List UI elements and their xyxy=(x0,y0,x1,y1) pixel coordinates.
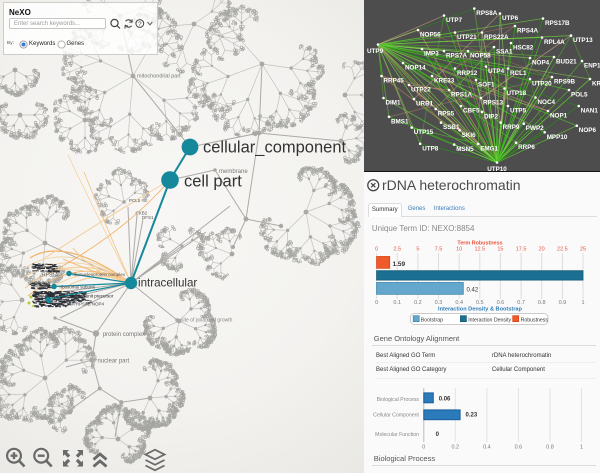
svg-text:UTP8: UTP8 xyxy=(422,145,439,152)
svg-text:mitochondrial part: mitochondrial part xyxy=(137,74,181,80)
svg-text:1.59: 1.59 xyxy=(393,261,406,268)
svg-text:nuclear part: nuclear part xyxy=(98,359,130,365)
svg-text:12.5: 12.5 xyxy=(474,247,485,253)
svg-text:0.3: 0.3 xyxy=(435,300,443,306)
svg-text:IMP3: IMP3 xyxy=(424,51,439,58)
svg-text:UTP4: UTP4 xyxy=(488,68,505,75)
svg-text:0: 0 xyxy=(375,300,378,306)
svg-text:ribonucleoprotein complex: ribonucleoprotein complex xyxy=(73,272,126,277)
svg-text:ribosomal subunit: ribosomal subunit xyxy=(60,284,96,289)
svg-text:KRI1: KRI1 xyxy=(592,81,600,88)
svg-text:?: ? xyxy=(138,21,142,28)
svg-text:RPS22A: RPS22A xyxy=(484,34,509,41)
svg-text:CKB2: CKB2 xyxy=(136,211,148,216)
svg-text:KRE33: KRE33 xyxy=(434,78,455,85)
svg-text:UTP18: UTP18 xyxy=(507,90,527,97)
svg-text:0.2: 0.2 xyxy=(414,300,422,306)
svg-text:BUD21: BUD21 xyxy=(556,59,577,66)
svg-text:10: 10 xyxy=(456,247,462,253)
svg-text:cell part: cell part xyxy=(184,173,242,191)
svg-text:UTP13: UTP13 xyxy=(573,37,593,44)
svg-text:RRP9: RRP9 xyxy=(503,124,520,131)
svg-text:RPL16A RPS4B NOP4: RPL16A RPS4B NOP4 xyxy=(58,302,105,307)
svg-text:POL5: POL5 xyxy=(571,92,588,99)
svg-text:25: 25 xyxy=(580,247,586,253)
svg-text:RPS13: RPS13 xyxy=(483,100,503,107)
svg-text:RPL4A: RPL4A xyxy=(544,39,565,46)
svg-text:HSC82: HSC82 xyxy=(513,45,534,52)
svg-text:UTP5: UTP5 xyxy=(510,108,527,115)
svg-text:protein complex: protein complex xyxy=(103,332,145,338)
svg-text:0.5: 0.5 xyxy=(476,300,484,306)
svg-text:ribosomal small subunit precur: ribosomal small subunit precursor xyxy=(46,294,114,299)
svg-text:NOP56: NOP56 xyxy=(420,32,441,39)
svg-text:RRP6: RRP6 xyxy=(518,144,535,151)
svg-text:NAN1: NAN1 xyxy=(581,108,599,115)
svg-text:NOP58: NOP58 xyxy=(470,53,491,60)
svg-text:NOP4: NOP4 xyxy=(532,60,550,67)
svg-text:site of polarized growth: site of polarized growth xyxy=(181,318,233,324)
svg-text:NOP1: NOP1 xyxy=(550,113,568,120)
svg-text:SSA1: SSA1 xyxy=(496,49,513,56)
svg-text:UTP6: UTP6 xyxy=(502,15,519,22)
svg-text:UTP15: UTP15 xyxy=(414,129,434,136)
svg-text:RPS1A: RPS1A xyxy=(42,273,59,279)
svg-text:7.5: 7.5 xyxy=(435,247,443,253)
svg-text:UTP20: UTP20 xyxy=(532,81,552,88)
svg-text:Term Robustness: Term Robustness xyxy=(457,240,502,246)
svg-text:SKI6: SKI6 xyxy=(462,132,476,139)
svg-text:RPS8A: RPS8A xyxy=(476,10,497,17)
svg-text:DFS1: DFS1 xyxy=(142,215,154,220)
svg-text:UTP10: UTP10 xyxy=(487,166,507,171)
svg-text:SSB1: SSB1 xyxy=(443,124,460,131)
svg-text:20: 20 xyxy=(539,247,545,253)
svg-text:22.5: 22.5 xyxy=(557,247,568,253)
svg-text:DIP2: DIP2 xyxy=(484,114,498,121)
svg-text:0: 0 xyxy=(375,247,378,253)
svg-text:RRP12: RRP12 xyxy=(457,70,478,77)
svg-text:PWP2: PWP2 xyxy=(526,125,544,132)
svg-text:UTP7: UTP7 xyxy=(446,17,463,24)
svg-text:RPS9B: RPS9B xyxy=(554,79,575,86)
svg-text:NOP6: NOP6 xyxy=(579,127,597,134)
svg-text:ENP1: ENP1 xyxy=(584,63,600,70)
svg-text:cellular_component: cellular_component xyxy=(203,139,347,157)
svg-text:CBF5: CBF5 xyxy=(463,108,480,115)
svg-text:NOP14: NOP14 xyxy=(405,65,426,72)
svg-text:0.4: 0.4 xyxy=(455,300,463,306)
svg-text:MPP10: MPP10 xyxy=(547,134,568,141)
svg-text:URB1: URB1 xyxy=(416,101,434,108)
svg-text:NOC4: NOC4 xyxy=(538,99,556,106)
svg-text:PCL5: PCL5 xyxy=(129,198,141,203)
svg-text:RPS7A: RPS7A xyxy=(446,53,467,60)
svg-text:5: 5 xyxy=(416,247,419,253)
svg-text:intracellular: intracellular xyxy=(138,277,197,290)
svg-text:15: 15 xyxy=(497,247,503,253)
svg-text:UTP22: UTP22 xyxy=(411,87,431,94)
svg-text:0.1: 0.1 xyxy=(393,300,401,306)
svg-text:MSN5: MSN5 xyxy=(456,146,474,153)
svg-text:2.5: 2.5 xyxy=(393,247,401,253)
svg-text:EMG1: EMG1 xyxy=(480,145,498,152)
svg-text:0.42: 0.42 xyxy=(467,288,479,294)
svg-text:RPS2A: RPS2A xyxy=(34,282,51,288)
svg-text:RRP45: RRP45 xyxy=(384,78,405,85)
svg-text:membrane: membrane xyxy=(219,169,248,175)
svg-text:RPS5: RPS5 xyxy=(438,111,455,118)
svg-text:RPS4A: RPS4A xyxy=(517,28,538,35)
svg-text:UTP9: UTP9 xyxy=(367,48,384,55)
svg-text:17.5: 17.5 xyxy=(516,247,527,253)
svg-text:DIM1: DIM1 xyxy=(386,100,402,107)
svg-text:RCL1: RCL1 xyxy=(510,70,527,77)
svg-text:UTP21: UTP21 xyxy=(457,34,477,41)
svg-text:RPS17B: RPS17B xyxy=(545,20,570,27)
svg-text:BMS1: BMS1 xyxy=(391,118,409,125)
svg-text:SOF1: SOF1 xyxy=(478,82,495,89)
svg-text:RPS1A: RPS1A xyxy=(451,92,472,99)
